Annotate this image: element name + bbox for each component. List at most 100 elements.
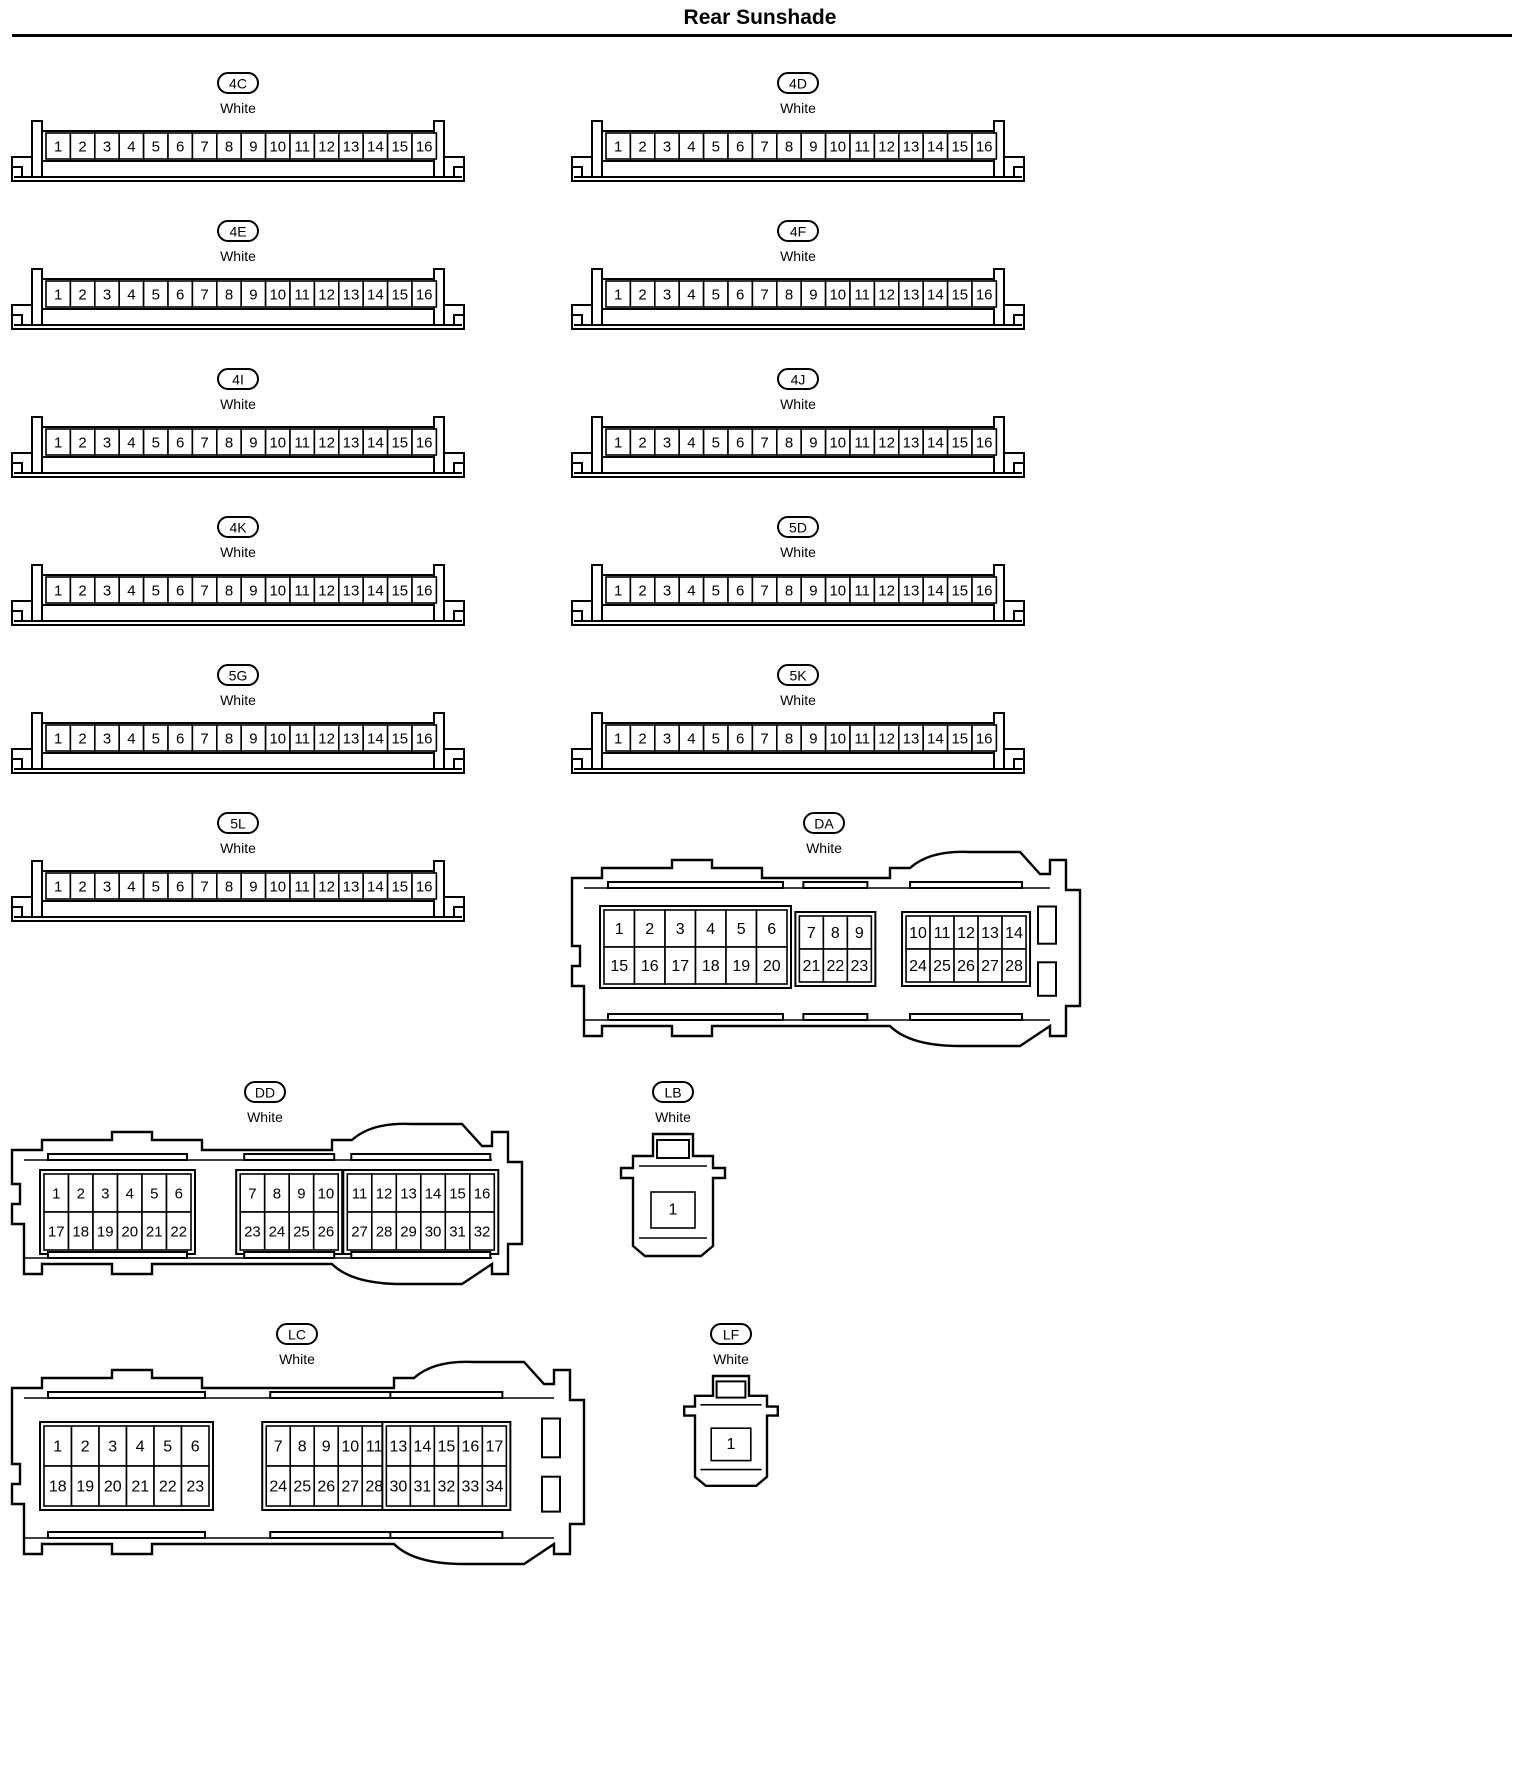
- pin-number: 7: [200, 583, 208, 600]
- pin-number: 8: [225, 879, 233, 896]
- pin-number: 14: [367, 879, 384, 896]
- pin-number: 2: [78, 879, 86, 896]
- pin-number: 3: [663, 731, 671, 748]
- pin-number: 25: [293, 1479, 311, 1496]
- pin-cell: [191, 576, 218, 604]
- pin-number: 11: [934, 925, 951, 942]
- pin-number: 5: [152, 435, 160, 452]
- pin-cell: [337, 428, 364, 456]
- pin-number: 20: [763, 958, 781, 975]
- connector-color: White: [279, 1351, 315, 1367]
- pin-cell: [905, 915, 931, 950]
- pin-number: 12: [318, 879, 335, 896]
- pin-number: 12: [318, 731, 335, 748]
- pin-number: 6: [176, 139, 184, 156]
- pin-number: 4: [136, 1439, 145, 1456]
- pin-number: 3: [103, 731, 111, 748]
- pin-cell: [727, 724, 754, 752]
- pin-cell: [800, 132, 827, 160]
- pin-cell: [240, 132, 267, 160]
- pin-cell: [433, 1425, 460, 1467]
- pin-cell: [751, 576, 778, 604]
- pin-number: 3: [663, 287, 671, 304]
- pin-number: 13: [343, 583, 360, 600]
- pin-cell: [946, 280, 973, 308]
- pin-cell: [411, 872, 438, 900]
- pin-cell: [798, 948, 825, 983]
- pin-cell: [264, 872, 291, 900]
- pin-number: 22: [170, 1224, 187, 1241]
- pin-number: 13: [903, 731, 920, 748]
- pin-cell: [346, 1211, 373, 1251]
- pin-number: 14: [367, 583, 384, 600]
- pin-cell: [468, 1211, 496, 1251]
- pin-number: 16: [976, 139, 993, 156]
- pin-cell: [45, 576, 72, 604]
- pin-number: 5: [712, 287, 720, 304]
- connector-color: White: [713, 1351, 749, 1367]
- pin-number: 9: [322, 1439, 331, 1456]
- pin-number: 17: [485, 1439, 503, 1456]
- pin-number: 24: [269, 1224, 286, 1241]
- pin-number: 13: [903, 435, 920, 452]
- pin-number: 5: [152, 731, 160, 748]
- pin-number: 18: [72, 1224, 89, 1241]
- pin-number: 1: [54, 435, 62, 452]
- connector-id-badge: [777, 220, 819, 242]
- pin-cell: [118, 132, 145, 160]
- pin-cell: [191, 428, 218, 456]
- pin-number: 9: [249, 583, 257, 600]
- pin-number: 25: [933, 958, 951, 975]
- pin-number: 16: [416, 287, 433, 304]
- pin-number: 7: [200, 287, 208, 304]
- pin-number: 2: [638, 731, 646, 748]
- pin-number: 3: [103, 583, 111, 600]
- pin-number: 22: [159, 1479, 177, 1496]
- connector-id-badge: [777, 516, 819, 538]
- pin-cell: [167, 280, 194, 308]
- pin-number: 30: [389, 1479, 407, 1496]
- pin-number: 18: [702, 958, 720, 975]
- pin-number: 13: [981, 925, 999, 942]
- pin-number: 2: [645, 921, 654, 938]
- pin-cell: [873, 576, 900, 604]
- pin-cell: [313, 1425, 340, 1467]
- pin-cell: [362, 872, 389, 900]
- pin-number: 13: [343, 435, 360, 452]
- pin-cell: [922, 280, 949, 308]
- pin-number: 8: [785, 139, 793, 156]
- pin-cell: [653, 576, 680, 604]
- pin-number: 13: [903, 139, 920, 156]
- page-title: Rear Sunshade: [683, 6, 837, 29]
- pin-cell: [69, 428, 96, 456]
- pin-number: 1: [614, 583, 622, 600]
- pin-cell: [386, 872, 413, 900]
- pin-cell: [191, 724, 218, 752]
- pin-cell: [922, 132, 949, 160]
- pin-number: 15: [391, 139, 408, 156]
- pin-cell: [605, 428, 632, 456]
- pin-number: 12: [376, 1186, 393, 1203]
- pin-number: 15: [391, 879, 408, 896]
- pin-number: 1: [54, 139, 62, 156]
- pin-number: 25: [293, 1224, 310, 1241]
- connector-color: White: [247, 1109, 283, 1125]
- pin-cell: [800, 724, 827, 752]
- connector-id: 5G: [229, 668, 248, 684]
- pin-number: 10: [341, 1439, 359, 1456]
- pin-number: 14: [927, 435, 944, 452]
- pin-number: 23: [244, 1224, 261, 1241]
- pin-number: 4: [127, 139, 135, 156]
- pin-cell: [165, 1173, 192, 1213]
- pin-cell: [629, 724, 656, 752]
- pin-number: 9: [809, 731, 817, 748]
- pin-number: 15: [951, 287, 968, 304]
- pin-number: 20: [104, 1479, 122, 1496]
- pin-number: 4: [687, 583, 695, 600]
- pin-number: 28: [365, 1479, 383, 1496]
- connector-color: White: [220, 544, 256, 560]
- connector-id-badge: [652, 1081, 694, 1103]
- pin-number: 26: [318, 1224, 335, 1241]
